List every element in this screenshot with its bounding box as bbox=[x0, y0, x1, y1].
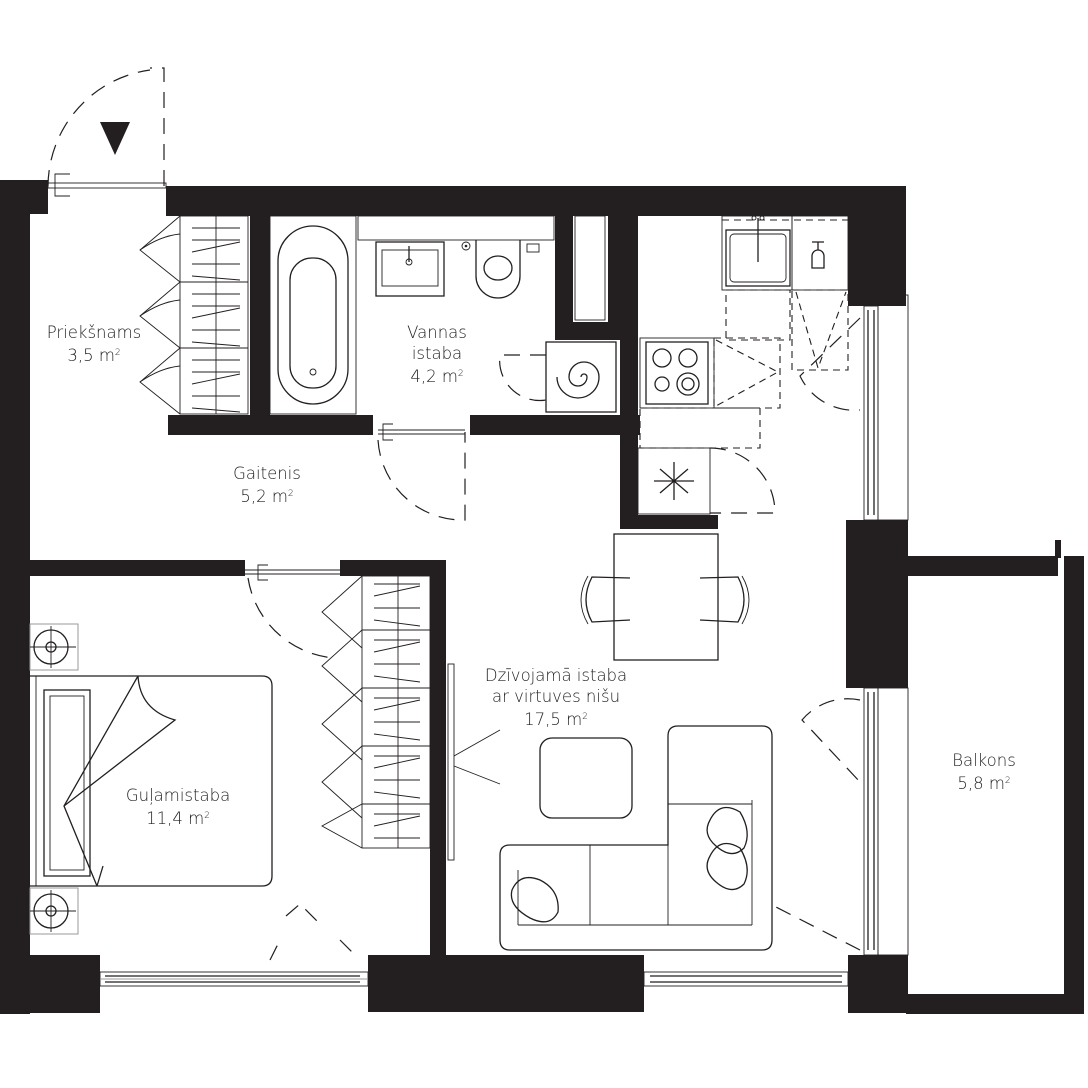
room-name-line-1: Vannas bbox=[407, 323, 467, 342]
room-area: 5,8 m2 bbox=[957, 774, 1011, 793]
room-area: 5,2 m2 bbox=[240, 487, 294, 506]
room-area: 11,4 m2 bbox=[146, 809, 210, 828]
room-label-balkons: Balkons 5,8 m2 bbox=[952, 750, 1016, 794]
room-name: Priekšnams bbox=[46, 323, 142, 342]
dining-area bbox=[580, 533, 750, 661]
room-area: 3,5 m2 bbox=[67, 346, 121, 365]
windows bbox=[99, 294, 909, 987]
bathroom-fixtures bbox=[269, 215, 617, 521]
room-name: Guļamistaba bbox=[125, 786, 231, 805]
room-name-line-2: ar virtuves nišu bbox=[491, 687, 621, 706]
room-area: 17,5 m2 bbox=[524, 710, 588, 729]
room-label-dzivojama-istaba: Dzīvojamā istaba ar virtuves nišu 17,5 m… bbox=[485, 665, 627, 730]
room-name: Gaitenis bbox=[233, 464, 301, 483]
room-label-gaitenis: Gaitenis 5,2 m2 bbox=[233, 463, 301, 507]
room-area: 4,2 m2 bbox=[410, 367, 464, 386]
room-label-vannas-istaba: Vannas istaba 4,2 m2 bbox=[407, 322, 467, 387]
living-area bbox=[447, 663, 861, 951]
hall-wardrobe bbox=[139, 215, 249, 415]
room-label-gulamistaba: Guļamistaba 11,4 m2 bbox=[126, 785, 230, 829]
kitchen bbox=[637, 215, 861, 515]
entrance-arrow-icon bbox=[100, 122, 130, 155]
bedroom bbox=[29, 564, 431, 961]
shaft bbox=[574, 215, 606, 321]
walls bbox=[0, 180, 1084, 1014]
entrance-door bbox=[47, 67, 167, 197]
room-name: Balkons bbox=[952, 751, 1016, 770]
room-name-line-1: Dzīvojamā istaba bbox=[484, 666, 628, 685]
room-name-line-2: istaba bbox=[411, 344, 463, 363]
room-label-priekssnams: Priekšnams 3,5 m2 bbox=[47, 322, 142, 366]
